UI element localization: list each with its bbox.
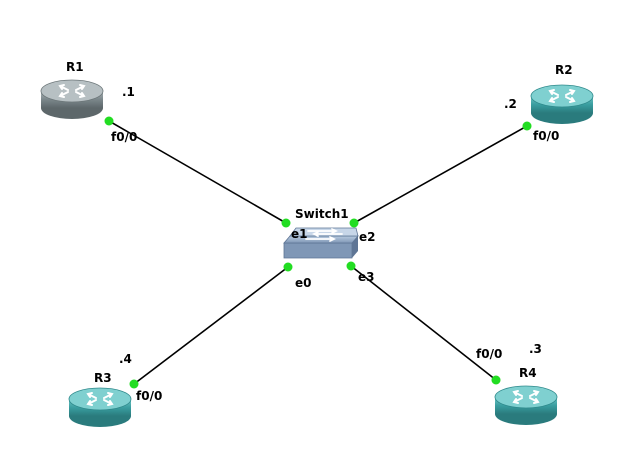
port-dot-switch-e1[interactable] — [281, 218, 291, 228]
switch-name: Switch1 — [295, 207, 349, 221]
port-dot-switch-e3[interactable] — [346, 261, 356, 271]
port-label-e3: e3 — [358, 270, 375, 284]
router-r1[interactable] — [40, 79, 104, 119]
router-ip-r1: .1 — [122, 85, 135, 99]
router-r2[interactable] — [530, 84, 594, 124]
router-name-r1: R1 — [66, 60, 84, 74]
port-dot-r4-f0-0[interactable] — [491, 375, 501, 385]
switch-icon — [283, 227, 359, 259]
link-r1-switch[interactable] — [108, 120, 287, 224]
router-icon — [68, 387, 132, 427]
iface-label-r4: f0/0 — [476, 347, 502, 361]
link-r3-switch[interactable] — [133, 266, 289, 385]
port-dot-switch-e0[interactable] — [283, 262, 293, 272]
router-icon — [494, 385, 558, 425]
port-label-e2: e2 — [359, 230, 376, 244]
port-dot-r2-f0-0[interactable] — [522, 121, 532, 131]
port-label-e0: e0 — [295, 276, 312, 290]
iface-label-r3: f0/0 — [136, 389, 162, 403]
iface-label-r1: f0/0 — [111, 130, 137, 144]
router-r3[interactable] — [68, 387, 132, 427]
router-name-r2: R2 — [555, 63, 573, 77]
router-name-r4: R4 — [519, 366, 537, 380]
port-dot-r3-f0-0[interactable] — [129, 379, 139, 389]
port-dot-switch-e2[interactable] — [349, 218, 359, 228]
router-icon — [530, 84, 594, 124]
iface-label-r2: f0/0 — [533, 129, 559, 143]
router-name-r3: R3 — [94, 371, 112, 385]
link-r4-switch[interactable] — [350, 265, 497, 381]
router-ip-r3: .4 — [119, 352, 132, 366]
switch-switch1[interactable] — [283, 227, 359, 259]
port-dot-r1-f0-0[interactable] — [104, 116, 114, 126]
router-ip-r2: .2 — [504, 97, 517, 111]
router-icon — [40, 79, 104, 119]
router-r4[interactable] — [494, 385, 558, 425]
port-label-e1: e1 — [291, 227, 308, 241]
link-r2-switch[interactable] — [353, 125, 528, 224]
router-ip-r4: .3 — [529, 342, 542, 356]
